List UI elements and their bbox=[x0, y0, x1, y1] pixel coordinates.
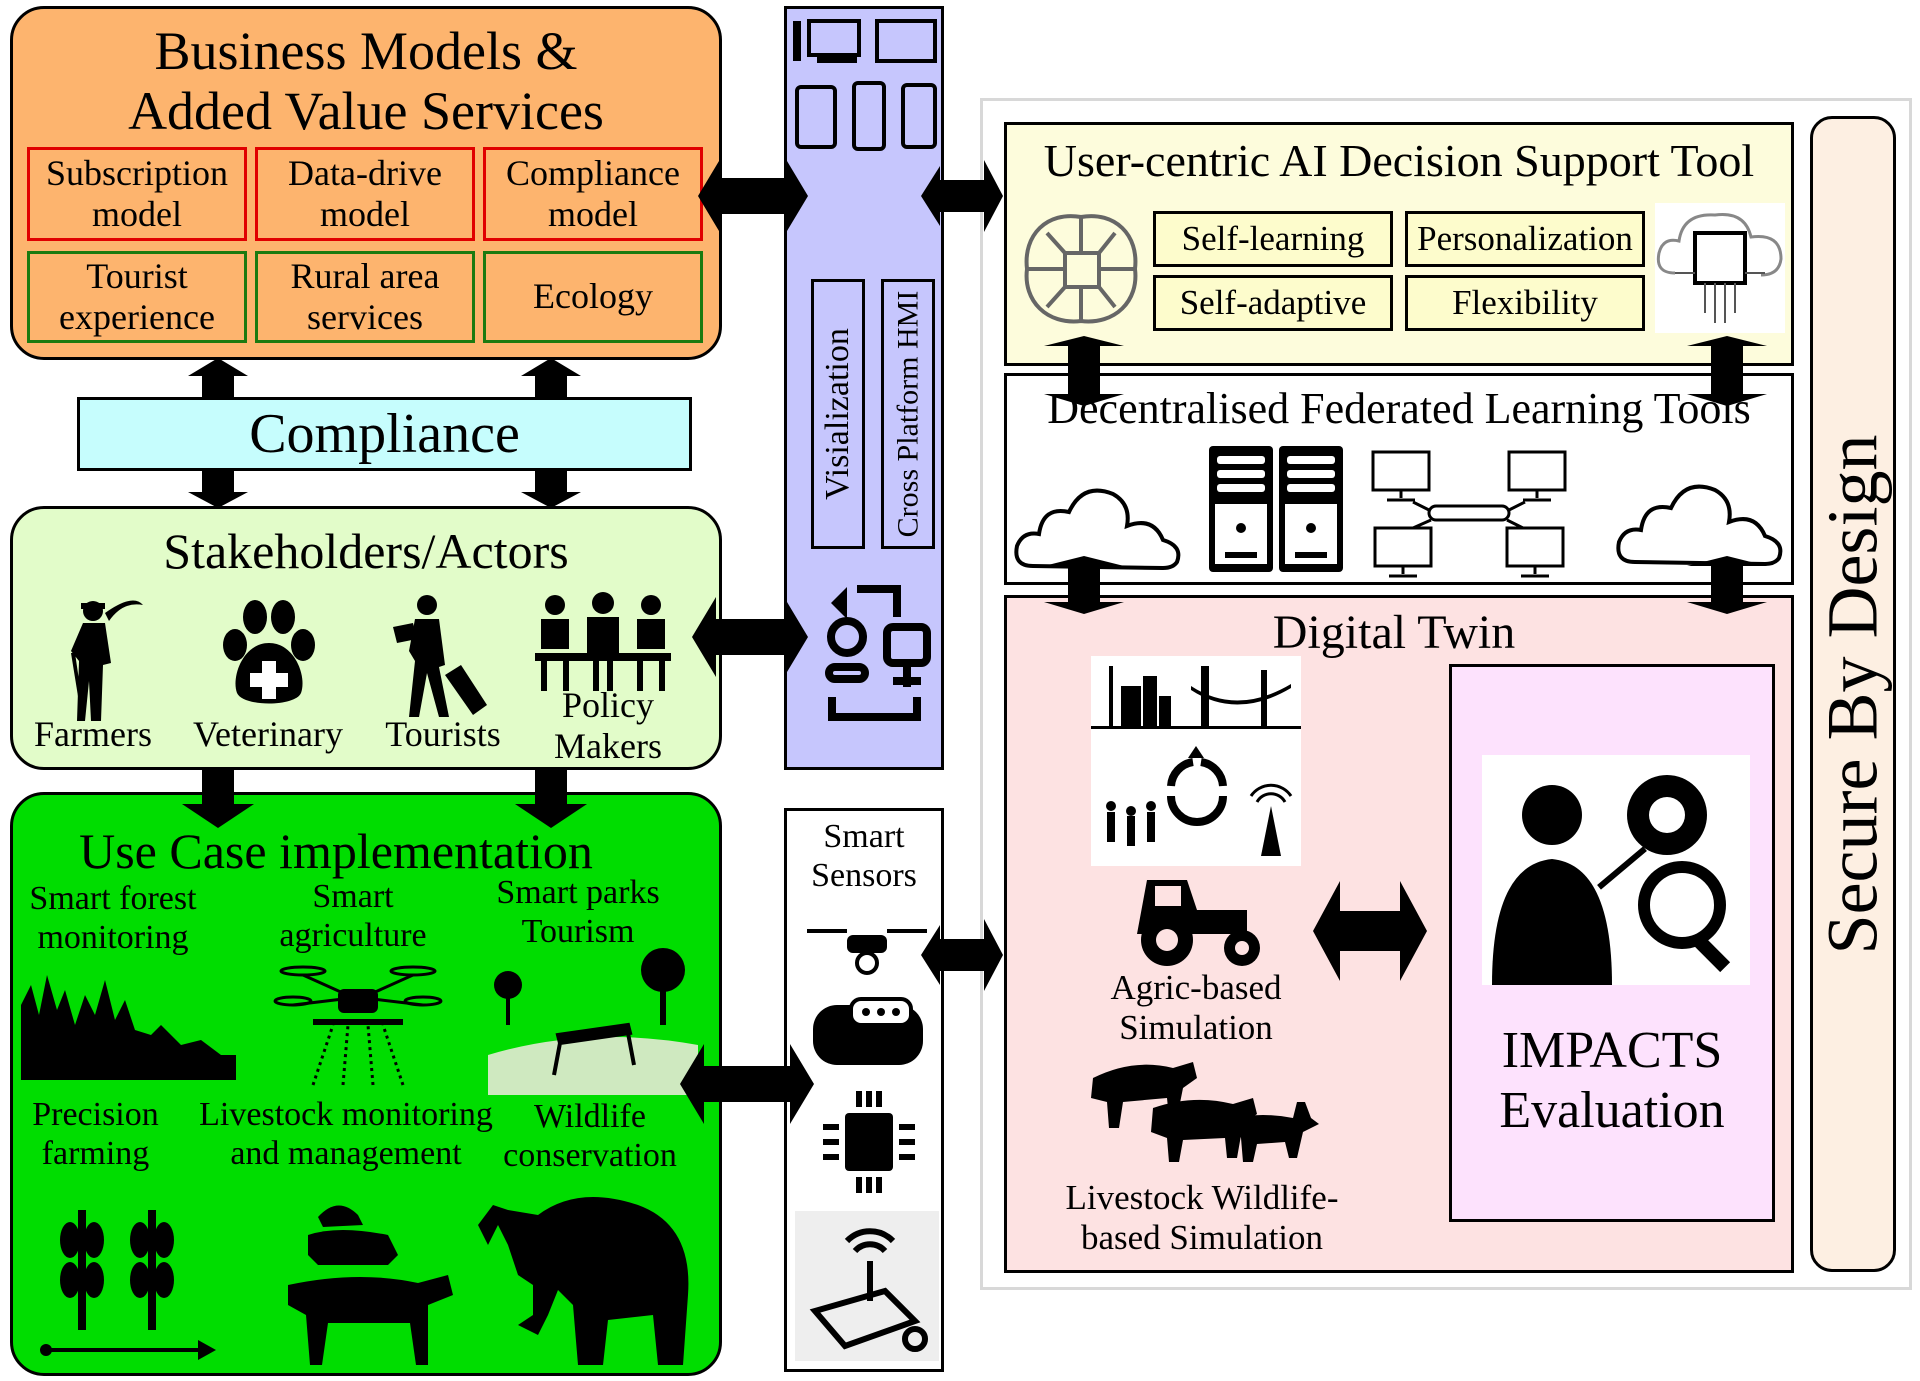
ai-brain-icon bbox=[1024, 214, 1138, 324]
forest-icon bbox=[21, 975, 236, 1080]
federated-learning-panel: Decentralised Federated Learning Tools bbox=[1004, 373, 1794, 585]
servers-icon bbox=[1209, 446, 1343, 572]
cross-platform-panel: Cross Platform HMI bbox=[881, 279, 935, 549]
wireless-sensor-icon bbox=[795, 1211, 939, 1361]
double-arrow-federated-twin-1 bbox=[1044, 556, 1124, 614]
cloud-chip-icon bbox=[1655, 203, 1785, 333]
down-arrow-stakeholders-usecase-1 bbox=[182, 768, 254, 828]
double-arrow-ai-federated-1 bbox=[1044, 336, 1124, 406]
smart-sensors-title: Smart Sensors bbox=[811, 818, 917, 895]
hmi-column: Visialization Cross Platform HMI bbox=[784, 6, 944, 770]
use-case-livestock: Livestock monitoring and management bbox=[199, 1096, 493, 1173]
compliance-bar: Compliance bbox=[77, 397, 692, 471]
network-computers-icon bbox=[1371, 450, 1567, 578]
down-arrow-compliance-stakeholders-1 bbox=[188, 470, 248, 508]
business-models-panel: Business Models & Added Value Services S… bbox=[10, 6, 722, 360]
actor-veterinary: Veterinary bbox=[193, 714, 343, 754]
stakeholders-title: Stakeholders/Actors bbox=[163, 523, 569, 579]
model-subscription: Subscription model bbox=[27, 147, 247, 241]
actor-tourists: Tourists bbox=[385, 714, 501, 754]
chip-sensor-icon bbox=[823, 1091, 915, 1193]
feature-flexibility: Flexibility bbox=[1405, 275, 1645, 331]
precision-farming-icon bbox=[40, 1210, 216, 1360]
elephant-icon bbox=[478, 1197, 689, 1365]
digital-twin-title: Digital Twin bbox=[1272, 606, 1516, 659]
use-case-smart-parks: Smart parks Tourism bbox=[496, 874, 660, 951]
actor-farmers: Farmers bbox=[34, 714, 152, 754]
double-arrow-federated-twin-2 bbox=[1687, 556, 1767, 614]
smart-city-network-icon bbox=[1091, 656, 1301, 866]
use-case-panel: Use Case implementation Smart forest mon… bbox=[10, 792, 722, 1376]
drone-sensor-icon bbox=[807, 929, 927, 975]
use-case-wildlife: Wildlife conservation bbox=[503, 1098, 677, 1175]
ai-tool-title: User-centric AI Decision Support Tool bbox=[1043, 135, 1755, 186]
agriculture-drone-icon bbox=[273, 965, 443, 1086]
wearable-band-icon bbox=[813, 997, 923, 1065]
smart-sensors-panel: Smart Sensors bbox=[784, 808, 944, 1372]
farmer-icon bbox=[71, 600, 143, 721]
model-compliance: Compliance model bbox=[483, 147, 703, 241]
feature-personalization: Personalization bbox=[1405, 211, 1645, 267]
visualization-panel: Visialization bbox=[811, 279, 865, 549]
livestock-wildlife-icon bbox=[1091, 1062, 1319, 1162]
veterinary-paw-icon bbox=[223, 600, 315, 704]
ai-decision-support-panel: User-centric AI Decision Support Tool Se… bbox=[1004, 122, 1794, 366]
policy-makers-icon bbox=[535, 592, 671, 691]
impacts-panel: IMPACTS Evaluation bbox=[1449, 664, 1775, 1222]
service-rural-area: Rural area services bbox=[255, 251, 475, 343]
stakeholders-panel: Stakeholders/Actors Farmers Veterinary T… bbox=[10, 506, 722, 770]
compliance-label: Compliance bbox=[249, 403, 520, 465]
impacts-evaluation-label: IMPACTS Evaluation bbox=[1499, 1022, 1725, 1139]
devices-icon bbox=[793, 19, 937, 151]
impact-analysis-icon bbox=[1482, 755, 1750, 985]
double-arrow-sensors-twin bbox=[921, 919, 1003, 991]
double-arrow-business-hmi bbox=[698, 156, 808, 236]
livestock-simulation-label: Livestock Wildlife-based Simulation bbox=[1065, 1178, 1339, 1258]
up-arrow-compliance-business-1 bbox=[188, 358, 248, 398]
down-arrow-stakeholders-usecase-2 bbox=[515, 768, 587, 828]
business-models-title: Business Models & Added Value Services bbox=[128, 21, 604, 142]
secure-by-design-bar: Secure By Design bbox=[1810, 116, 1896, 1272]
model-data-drive: Data-drive model bbox=[255, 147, 475, 241]
double-arrow-stakeholders-hmi bbox=[692, 597, 808, 677]
tourist-icon bbox=[393, 595, 487, 717]
double-arrow-ai-federated-2 bbox=[1687, 336, 1767, 406]
livestock-icon bbox=[288, 1205, 453, 1365]
service-ecology: Ecology bbox=[483, 251, 703, 343]
sync-devices-icon bbox=[825, 585, 931, 721]
tractor-icon bbox=[1137, 880, 1260, 966]
double-arrow-twin-impacts bbox=[1313, 881, 1427, 981]
federated-title: Decentralised Federated Learning Tools bbox=[1047, 384, 1751, 433]
down-arrow-compliance-stakeholders-2 bbox=[521, 470, 581, 508]
service-tourist-experience: Tourist experience bbox=[27, 251, 247, 343]
use-case-title: Use Case implementation bbox=[79, 823, 593, 879]
double-arrow-hmi-ai bbox=[921, 160, 1003, 232]
right-frame bbox=[980, 98, 1912, 1290]
park-tourism-icon bbox=[488, 948, 698, 1095]
use-case-precision-farming: Precision farming bbox=[32, 1096, 159, 1173]
use-case-smart-forest: Smart forest monitoring bbox=[29, 880, 197, 957]
double-arrow-usecase-sensors bbox=[680, 1044, 814, 1124]
agric-simulation-label: Agric-based Simulation bbox=[1110, 968, 1282, 1048]
use-case-smart-agriculture: Smart agriculture bbox=[279, 878, 427, 955]
cloud-icon-right bbox=[1616, 484, 1783, 567]
actor-policy-makers: Policy Makers bbox=[554, 685, 662, 767]
feature-self-learning: Self-learning bbox=[1153, 211, 1393, 267]
up-arrow-compliance-business-2 bbox=[521, 358, 581, 398]
feature-self-adaptive: Self-adaptive bbox=[1153, 275, 1393, 331]
cloud-icon-left bbox=[1014, 488, 1181, 571]
